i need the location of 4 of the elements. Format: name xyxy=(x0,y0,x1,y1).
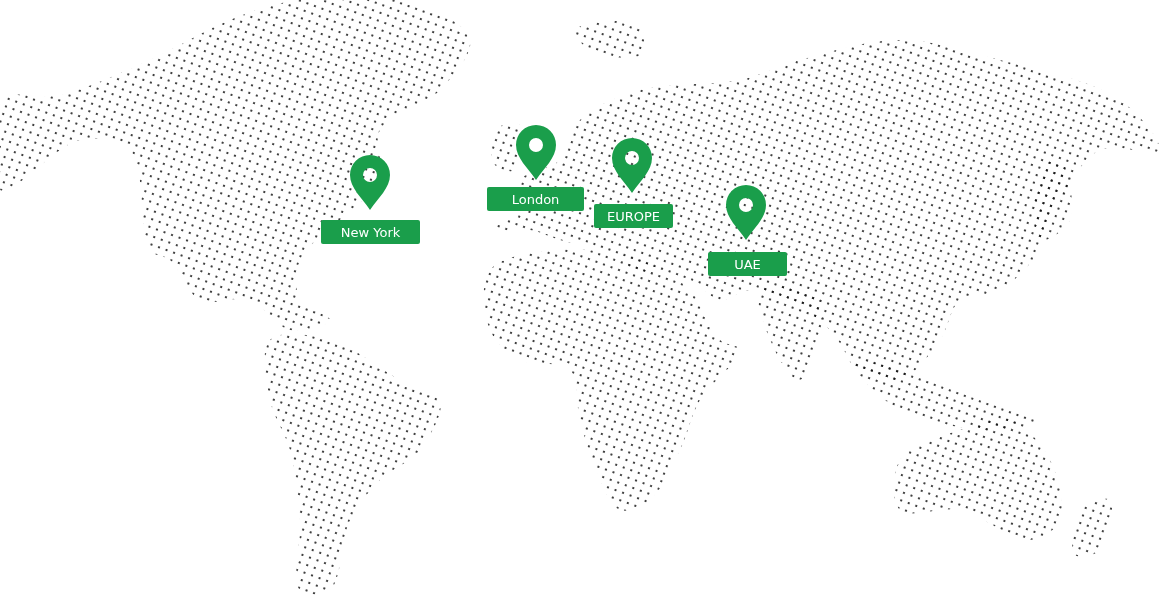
location-label: London xyxy=(487,187,584,211)
location-label: New York xyxy=(321,220,420,244)
location-label: UAE xyxy=(708,252,787,276)
location-label: EUROPE xyxy=(594,204,673,228)
